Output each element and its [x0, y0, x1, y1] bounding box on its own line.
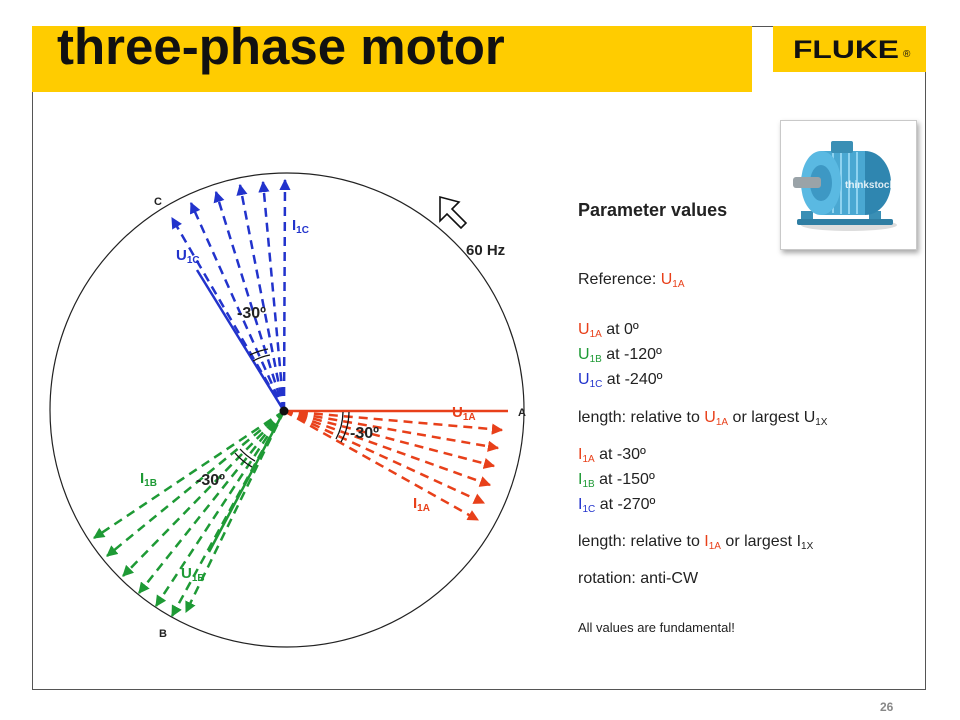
rotation-row: rotation: anti-CW: [578, 570, 699, 587]
page-number: 26: [880, 700, 894, 714]
fluke-logo-text: FLUKE: [793, 36, 899, 64]
angle-arc-a: [335, 411, 350, 443]
i1b-dashed-arrow: [138, 410, 285, 594]
i1a-dashed-arrow: [283, 409, 479, 522]
origin-point: [279, 406, 289, 416]
u1b-angle-row: U1B at -120º: [578, 346, 662, 365]
i1b-angle-row: I1B at -150º: [578, 471, 655, 490]
i1a-label: I1A: [413, 495, 430, 514]
i1b-label: I1B: [140, 470, 157, 489]
i1b-dashed-arrow: [106, 410, 285, 557]
u1b-phasor: [207, 410, 286, 553]
i1b-dashed-arrow: [154, 410, 286, 607]
angle-label-c: -30º: [237, 305, 266, 322]
i1a-dashed-arrow: [283, 409, 504, 435]
i1c-dashed-arrow: [189, 201, 286, 412]
i1b-dashed-arrow: [122, 410, 285, 577]
i1c-dashed-arrow: [258, 180, 286, 412]
i1c-dashed-arrow: [236, 183, 286, 412]
current-phasors: [93, 178, 504, 617]
terminal-c-label: C: [154, 196, 162, 208]
i1a-dashed-arrow: [283, 409, 500, 452]
reference-circle: [49, 172, 525, 648]
i1c-dashed-arrow: [279, 178, 291, 412]
u1a-label: U1A: [452, 404, 476, 423]
angle-arc-c: [249, 348, 271, 362]
u1a-angle-row: U1A at 0º: [578, 321, 639, 340]
i1c-label: I1C: [292, 217, 309, 236]
slide-title: three-phase motor: [57, 18, 505, 75]
rotation-arrow-icon: [439, 195, 468, 230]
i1a-dashed-arrow: [283, 409, 492, 487]
u1b-label: U1B: [181, 565, 205, 584]
photo-watermark: thinkstock: [845, 180, 895, 191]
u1c-phasor: [195, 269, 286, 412]
title-bar: [32, 26, 752, 92]
angle-label-a: -30º: [350, 425, 379, 442]
footnote: All values are fundamental!: [578, 620, 735, 635]
fluke-logo-mark: ®: [903, 49, 911, 60]
i1a-dashed-arrow: [283, 409, 496, 469]
u1c-angle-row: U1C at -240º: [578, 371, 663, 390]
current-length-row: length: relative to I1A or largest I1X: [578, 533, 814, 552]
angle-arc-b: [234, 448, 256, 468]
voltage-length-row: length: relative to U1A or largest U1X: [578, 409, 828, 428]
i1c-angle-row: I1C at -270º: [578, 496, 656, 515]
fluke-logo: FLUKE ®: [773, 26, 926, 72]
i1b-dashed-arrow: [184, 410, 286, 614]
frequency-label: 60 Hz: [466, 242, 505, 259]
i1c-dashed-arrow: [213, 190, 286, 412]
i1a-dashed-arrow: [283, 409, 486, 505]
i1a-angle-row: I1A at -30º: [578, 446, 646, 465]
terminal-a-label: A: [518, 407, 526, 419]
reference-row: Reference: U1A: [578, 271, 685, 290]
terminal-b-label: B: [159, 628, 167, 640]
parameter-heading: Parameter values: [578, 200, 728, 220]
i1b-dashed-arrow: [93, 409, 285, 540]
motor-photo: thinkstock: [780, 120, 917, 250]
angle-label-b: -30º: [196, 472, 225, 489]
u1c-label: U1C: [176, 247, 200, 266]
